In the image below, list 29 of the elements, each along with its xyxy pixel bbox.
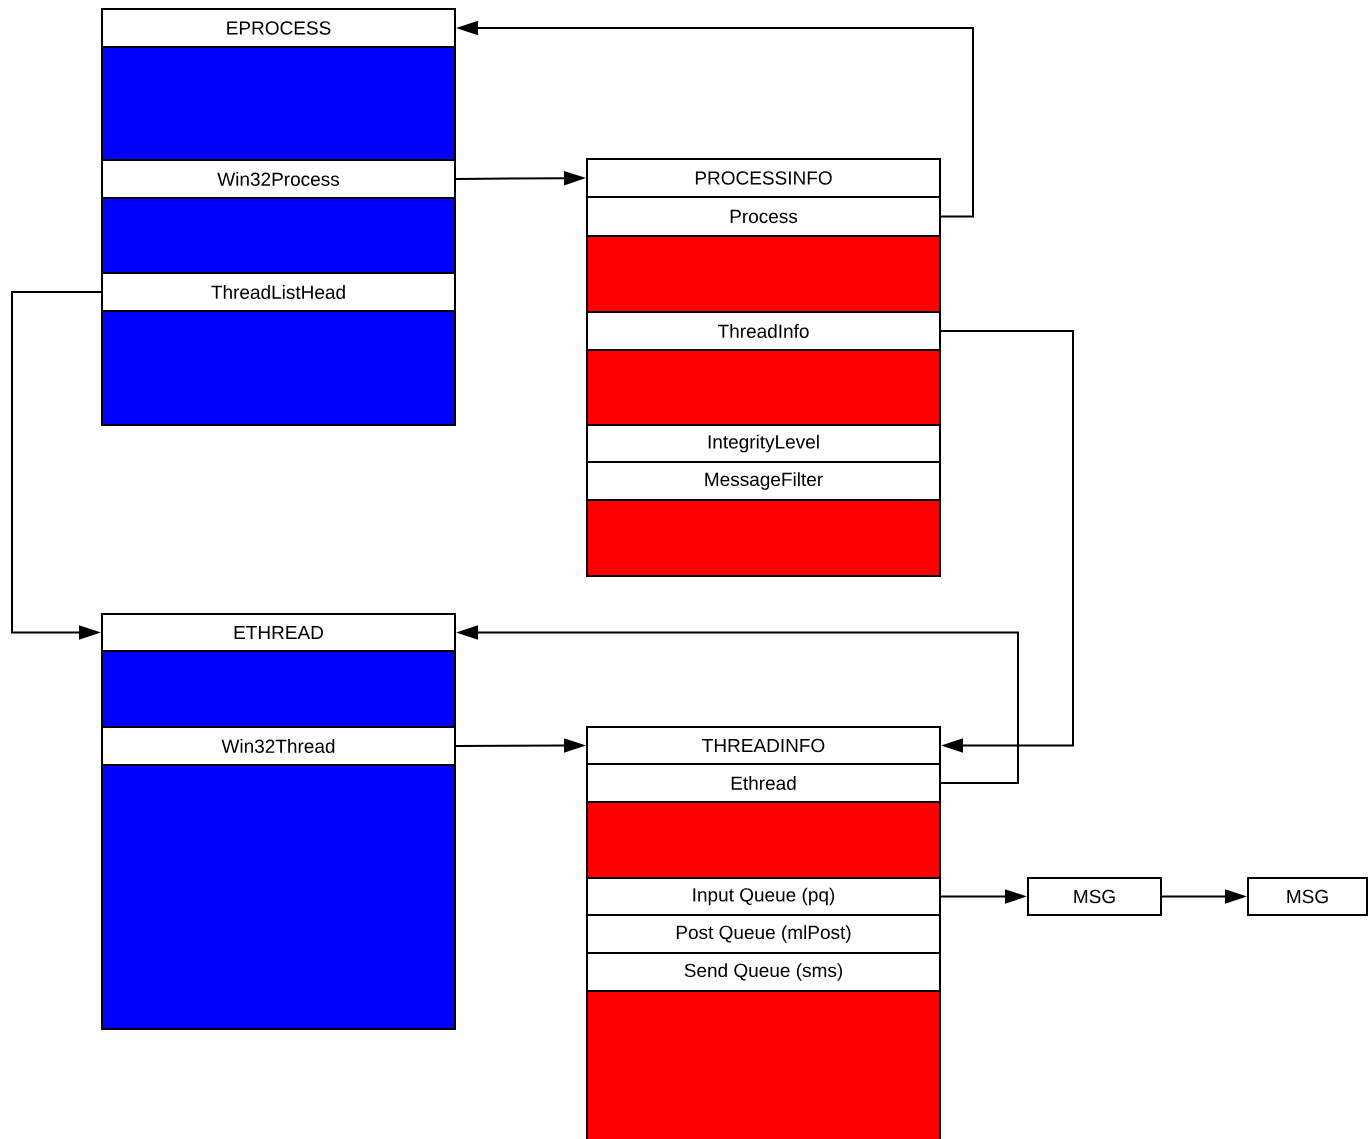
field-box: THREADINFO: [586, 726, 941, 765]
memory-block: [101, 650, 456, 728]
field-box: EPROCESS: [101, 8, 456, 48]
memory-block: [586, 801, 941, 879]
field-box: MSG: [1247, 877, 1368, 916]
memory-block: [101, 197, 456, 274]
field-box: MessageFilter: [586, 461, 941, 501]
arrow: [940, 330, 1074, 753]
memory-block: [586, 235, 941, 313]
memory-block: [101, 46, 456, 161]
field-box: IntegrityLevel: [586, 424, 941, 463]
field-box: Ethread: [586, 763, 941, 803]
memory-block: [586, 990, 941, 1139]
field-box: Win32Thread: [101, 726, 456, 766]
field-box: ThreadListHead: [101, 272, 456, 312]
memory-block: [586, 499, 941, 577]
field-box: PROCESSINFO: [586, 158, 941, 198]
field-box: Input Queue (pq): [586, 877, 941, 916]
field-box: Send Queue (sms): [586, 952, 941, 992]
field-box: Post Queue (mlPost): [586, 914, 941, 954]
memory-block: [101, 764, 456, 1030]
arrow: [11, 291, 102, 640]
field-box: ThreadInfo: [586, 311, 941, 351]
field-box: MSG: [1027, 877, 1162, 916]
field-box: Process: [586, 196, 941, 237]
field-box: Win32Process: [101, 159, 456, 199]
memory-block: [586, 349, 941, 426]
field-box: ETHREAD: [101, 613, 456, 652]
memory-block: [101, 310, 456, 426]
